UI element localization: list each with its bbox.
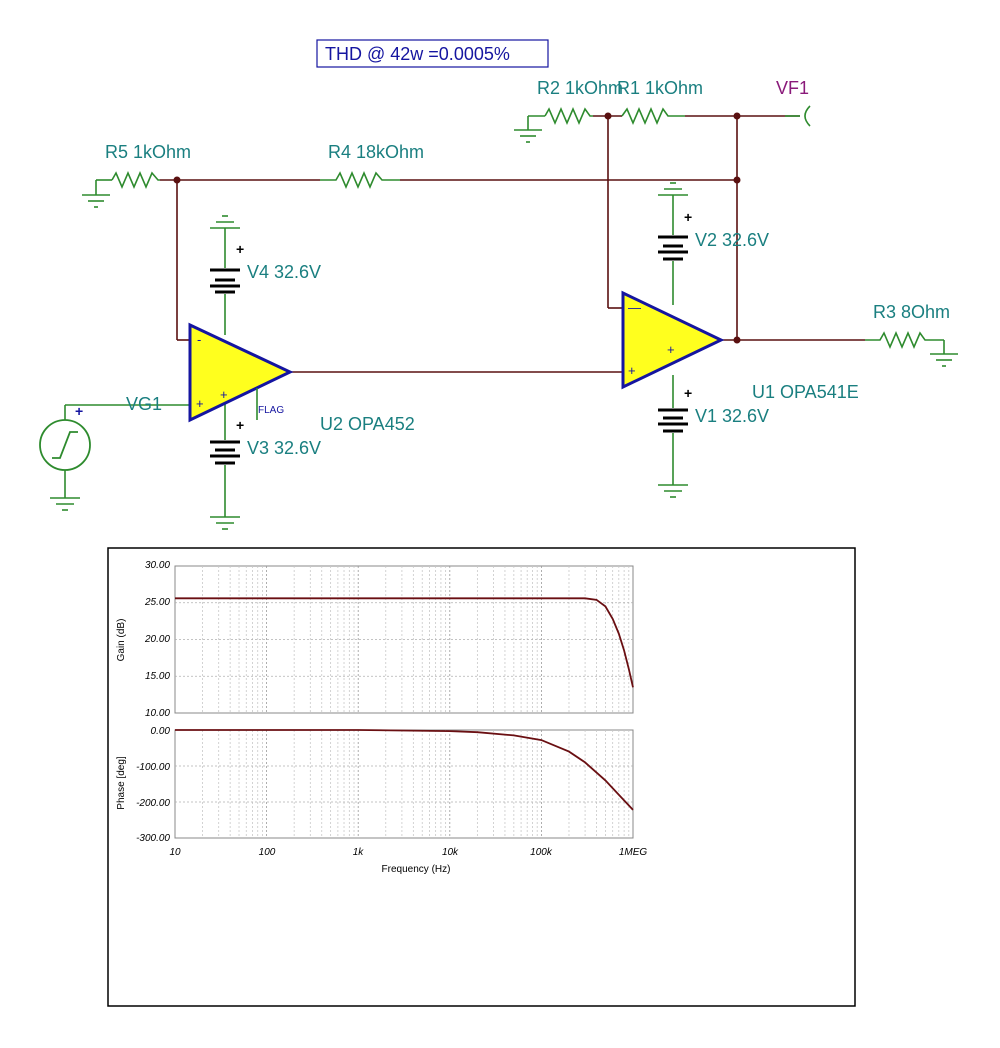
v2-label: V2 32.6V <box>695 230 769 250</box>
frequency-axis-label: Frequency (Hz) <box>382 864 451 875</box>
svg-text:+: + <box>196 396 204 411</box>
series-line <box>175 729 634 811</box>
svg-text:+: + <box>236 417 244 433</box>
svg-text:+: + <box>667 342 675 357</box>
battery-v4[interactable]: + V4 32.6V <box>210 228 321 335</box>
x-tick: 10k <box>442 847 459 858</box>
vg1-label: VG1 <box>126 394 162 414</box>
resistor-r2[interactable]: R2 1kOhm <box>528 78 623 126</box>
phase-ytick: -100.00 <box>136 762 170 773</box>
r1-label: R1 1kOhm <box>617 78 703 98</box>
r5-label: R5 1kOhm <box>105 142 191 162</box>
svg-text:-: - <box>197 332 201 347</box>
battery-v3[interactable]: + V3 32.6V <box>210 400 321 517</box>
svg-text:+: + <box>236 241 244 257</box>
phase-ytick: 0.00 <box>151 726 171 737</box>
gain-ytick: 15.00 <box>145 671 170 682</box>
vf1-label: VF1 <box>776 78 809 98</box>
battery-v2[interactable]: + V2 32.6V <box>658 195 769 305</box>
x-tick: 100 <box>259 847 276 858</box>
resistor-r3[interactable]: R3 8Ohm <box>865 302 950 350</box>
signal-source-vg1[interactable]: + VG1 <box>39 394 162 498</box>
flag-label: FLAG <box>258 405 284 416</box>
battery-v1[interactable]: + V1 32.6V <box>658 375 769 485</box>
x-tick: 1MEG <box>619 847 648 858</box>
r3-label: R3 8Ohm <box>873 302 950 322</box>
r2-label: R2 1kOhm <box>537 78 623 98</box>
opamp-u1[interactable]: — + + U1 OPA541E <box>621 290 859 402</box>
thd-note-text: THD @ 42w =0.0005% <box>325 44 510 64</box>
gain-ytick: 10.00 <box>145 708 170 719</box>
opamp-u2[interactable]: - + + FLAG U2 OPA452 <box>188 322 415 434</box>
gain-ytick: 25.00 <box>144 597 170 608</box>
svg-text:+: + <box>684 385 692 401</box>
svg-text:—: — <box>628 300 641 315</box>
phase-y-ticks: 0.00 -100.00 -200.00 -300.00 <box>136 726 170 844</box>
wires <box>65 115 865 406</box>
gain-plot <box>174 565 634 714</box>
thd-note: THD @ 42w =0.0005% <box>316 39 549 68</box>
ground-symbols <box>50 116 958 530</box>
v3-label: V3 32.6V <box>247 438 321 458</box>
x-tick: 100k <box>530 847 553 858</box>
junctions <box>173 112 741 344</box>
x-tick: 10 <box>169 847 181 858</box>
resistor-r1[interactable]: R1 1kOhm <box>617 78 703 126</box>
gain-axis-label: Gain (dB) <box>116 619 127 662</box>
resistor-r4[interactable]: R4 18kOhm <box>320 142 424 190</box>
gain-ytick: 20.00 <box>144 634 170 645</box>
gain-ytick: 30.00 <box>145 560 170 571</box>
resistor-r5[interactable]: R5 1kOhm <box>96 142 191 190</box>
svg-text:+: + <box>684 209 692 225</box>
phase-plot <box>174 729 634 839</box>
plot-area <box>174 729 634 839</box>
u2-label: U2 OPA452 <box>320 414 415 434</box>
v4-label: V4 32.6V <box>247 262 321 282</box>
svg-text:+: + <box>75 403 83 419</box>
phase-ytick: -200.00 <box>136 798 170 809</box>
x-ticks: 10 100 1k 10k 100k 1MEG <box>169 847 647 858</box>
probe-vf1[interactable]: VF1 <box>776 78 811 127</box>
svg-text:+: + <box>220 387 228 402</box>
phase-ytick: -300.00 <box>136 833 170 844</box>
x-tick: 1k <box>353 847 365 858</box>
phase-axis-label: Phase [deg] <box>116 756 127 810</box>
u1-label: U1 OPA541E <box>752 382 859 402</box>
svg-text:+: + <box>628 363 636 378</box>
series-line <box>175 597 634 688</box>
r4-label: R4 18kOhm <box>328 142 424 162</box>
v1-label: V1 32.6V <box>695 406 769 426</box>
gain-y-ticks: 30.00 25.00 20.00 15.00 10.00 <box>144 560 170 719</box>
